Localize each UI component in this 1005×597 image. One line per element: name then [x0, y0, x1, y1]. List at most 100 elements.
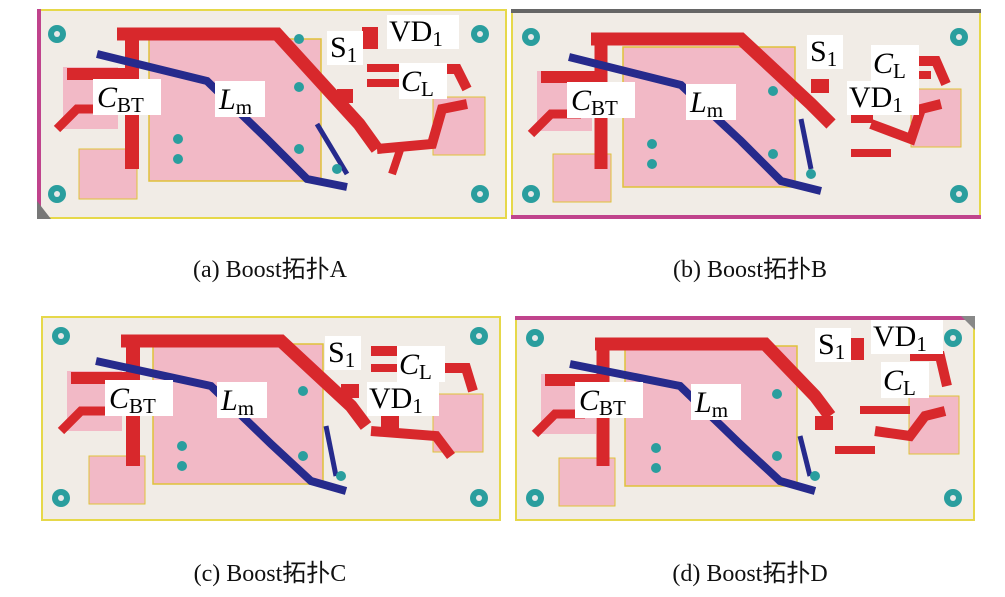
mounting-hole-center — [477, 191, 483, 197]
copper-trace — [117, 27, 383, 153]
label-c-bt: CBT — [571, 84, 618, 120]
label-bg — [105, 380, 173, 416]
smd-pad — [381, 416, 399, 430]
via — [806, 169, 816, 179]
caption-a: (a) Boost拓扑A — [193, 257, 347, 283]
via — [298, 451, 308, 461]
label-l-m: Lm — [694, 386, 728, 422]
board-edge-bottom — [511, 215, 981, 219]
bottom-layer-trace — [569, 360, 817, 495]
via — [294, 34, 304, 44]
caption-d: (d) Boost拓扑D — [672, 561, 828, 587]
label-bg — [686, 84, 736, 120]
smd-pad — [367, 64, 407, 72]
mounting-hole-center — [476, 333, 482, 339]
label-s1: S1 — [818, 328, 845, 364]
mounting-hole-center — [528, 191, 534, 197]
bottom-layer-trace — [96, 50, 348, 191]
via — [651, 463, 661, 473]
pcb-board-c: CBT Lm S1 CL VD1 — [41, 316, 501, 521]
via — [177, 461, 187, 471]
smd-pad — [811, 79, 829, 93]
mounting-hole-center — [956, 34, 962, 40]
smd-pad — [860, 406, 910, 414]
board-corner — [37, 201, 51, 219]
board-corner — [961, 316, 975, 330]
mounting-hole-center — [950, 335, 956, 341]
mounting-hole-center — [476, 495, 482, 501]
label-c-l: CL — [399, 348, 432, 384]
smd-pad — [362, 27, 378, 49]
label-vd1: VD1 — [849, 81, 903, 117]
label-bg — [367, 382, 439, 416]
via — [177, 441, 187, 451]
label-c-bt: CBT — [97, 81, 144, 117]
mounting-hole-center — [532, 495, 538, 501]
copper-trace — [441, 363, 478, 393]
smd-pad — [835, 446, 875, 454]
pcb-board-b: CBT Lm S1 CL VD1 — [511, 9, 981, 219]
label-c-l: CL — [401, 65, 434, 101]
copper-trace — [370, 426, 455, 459]
via — [647, 159, 657, 169]
pcb-board-d: CBT Lm S1 VD1 CL — [515, 316, 975, 521]
label-c-bt: CBT — [109, 382, 156, 418]
label-bg — [881, 362, 929, 398]
smd-pad — [337, 89, 353, 103]
pcb-panel-c: CBT Lm S1 CL VD1 — [41, 316, 501, 521]
label-bg — [93, 79, 161, 115]
via — [173, 154, 183, 164]
label-s1: S1 — [330, 31, 357, 67]
label-s1: S1 — [810, 35, 837, 71]
board-edge-left — [37, 9, 41, 219]
smd-pad — [367, 79, 407, 87]
label-bg — [567, 82, 635, 118]
label-bg — [397, 346, 445, 382]
label-bg — [871, 320, 943, 354]
label-l-m: Lm — [220, 384, 254, 420]
pcb-panel-a: CBT Lm S1 VD1 CL — [37, 9, 507, 219]
label-bg — [327, 31, 363, 65]
label-bg — [575, 382, 643, 418]
bottom-layer-trace — [323, 425, 339, 477]
smd-pad — [815, 416, 833, 430]
mounting-hole-center — [58, 333, 64, 339]
pcb-panel-b: CBT Lm S1 CL VD1 — [511, 9, 981, 219]
via — [647, 139, 657, 149]
label-bg — [215, 81, 265, 117]
bottom-layer-trace — [95, 357, 348, 495]
via — [298, 386, 308, 396]
bottom-layer-trace — [568, 53, 822, 195]
caption-b: (b) Boost拓扑B — [672, 257, 827, 283]
via — [294, 82, 304, 92]
caption-c: (c) Boost拓扑C — [193, 561, 347, 587]
smd-pad — [341, 384, 359, 398]
pcb-panel-d: CBT Lm S1 VD1 CL — [515, 316, 975, 521]
via — [772, 389, 782, 399]
mounting-hole-center — [950, 495, 956, 501]
copper-trace — [874, 406, 947, 442]
mounting-hole-center — [956, 191, 962, 197]
smd-pad — [851, 149, 891, 157]
via — [294, 144, 304, 154]
bottom-layer-trace — [314, 122, 350, 176]
via — [768, 149, 778, 159]
bottom-layer-trace — [798, 118, 814, 170]
mounting-hole-center — [54, 191, 60, 197]
label-bg — [847, 81, 919, 115]
label-bg — [399, 63, 447, 99]
via — [810, 471, 820, 481]
label-bg — [815, 328, 851, 362]
pcb-board-a: CBT Lm S1 VD1 CL — [37, 9, 507, 219]
label-bg — [325, 336, 361, 370]
label-bg — [691, 384, 741, 420]
label-c-l: CL — [873, 47, 906, 83]
via — [768, 86, 778, 96]
label-vd1: VD1 — [369, 382, 423, 418]
via — [772, 451, 782, 461]
via — [336, 471, 346, 481]
label-c-bt: CBT — [579, 384, 626, 420]
copper-trace — [595, 337, 836, 420]
smd-pad — [848, 338, 864, 360]
mounting-hole-center — [532, 335, 538, 341]
